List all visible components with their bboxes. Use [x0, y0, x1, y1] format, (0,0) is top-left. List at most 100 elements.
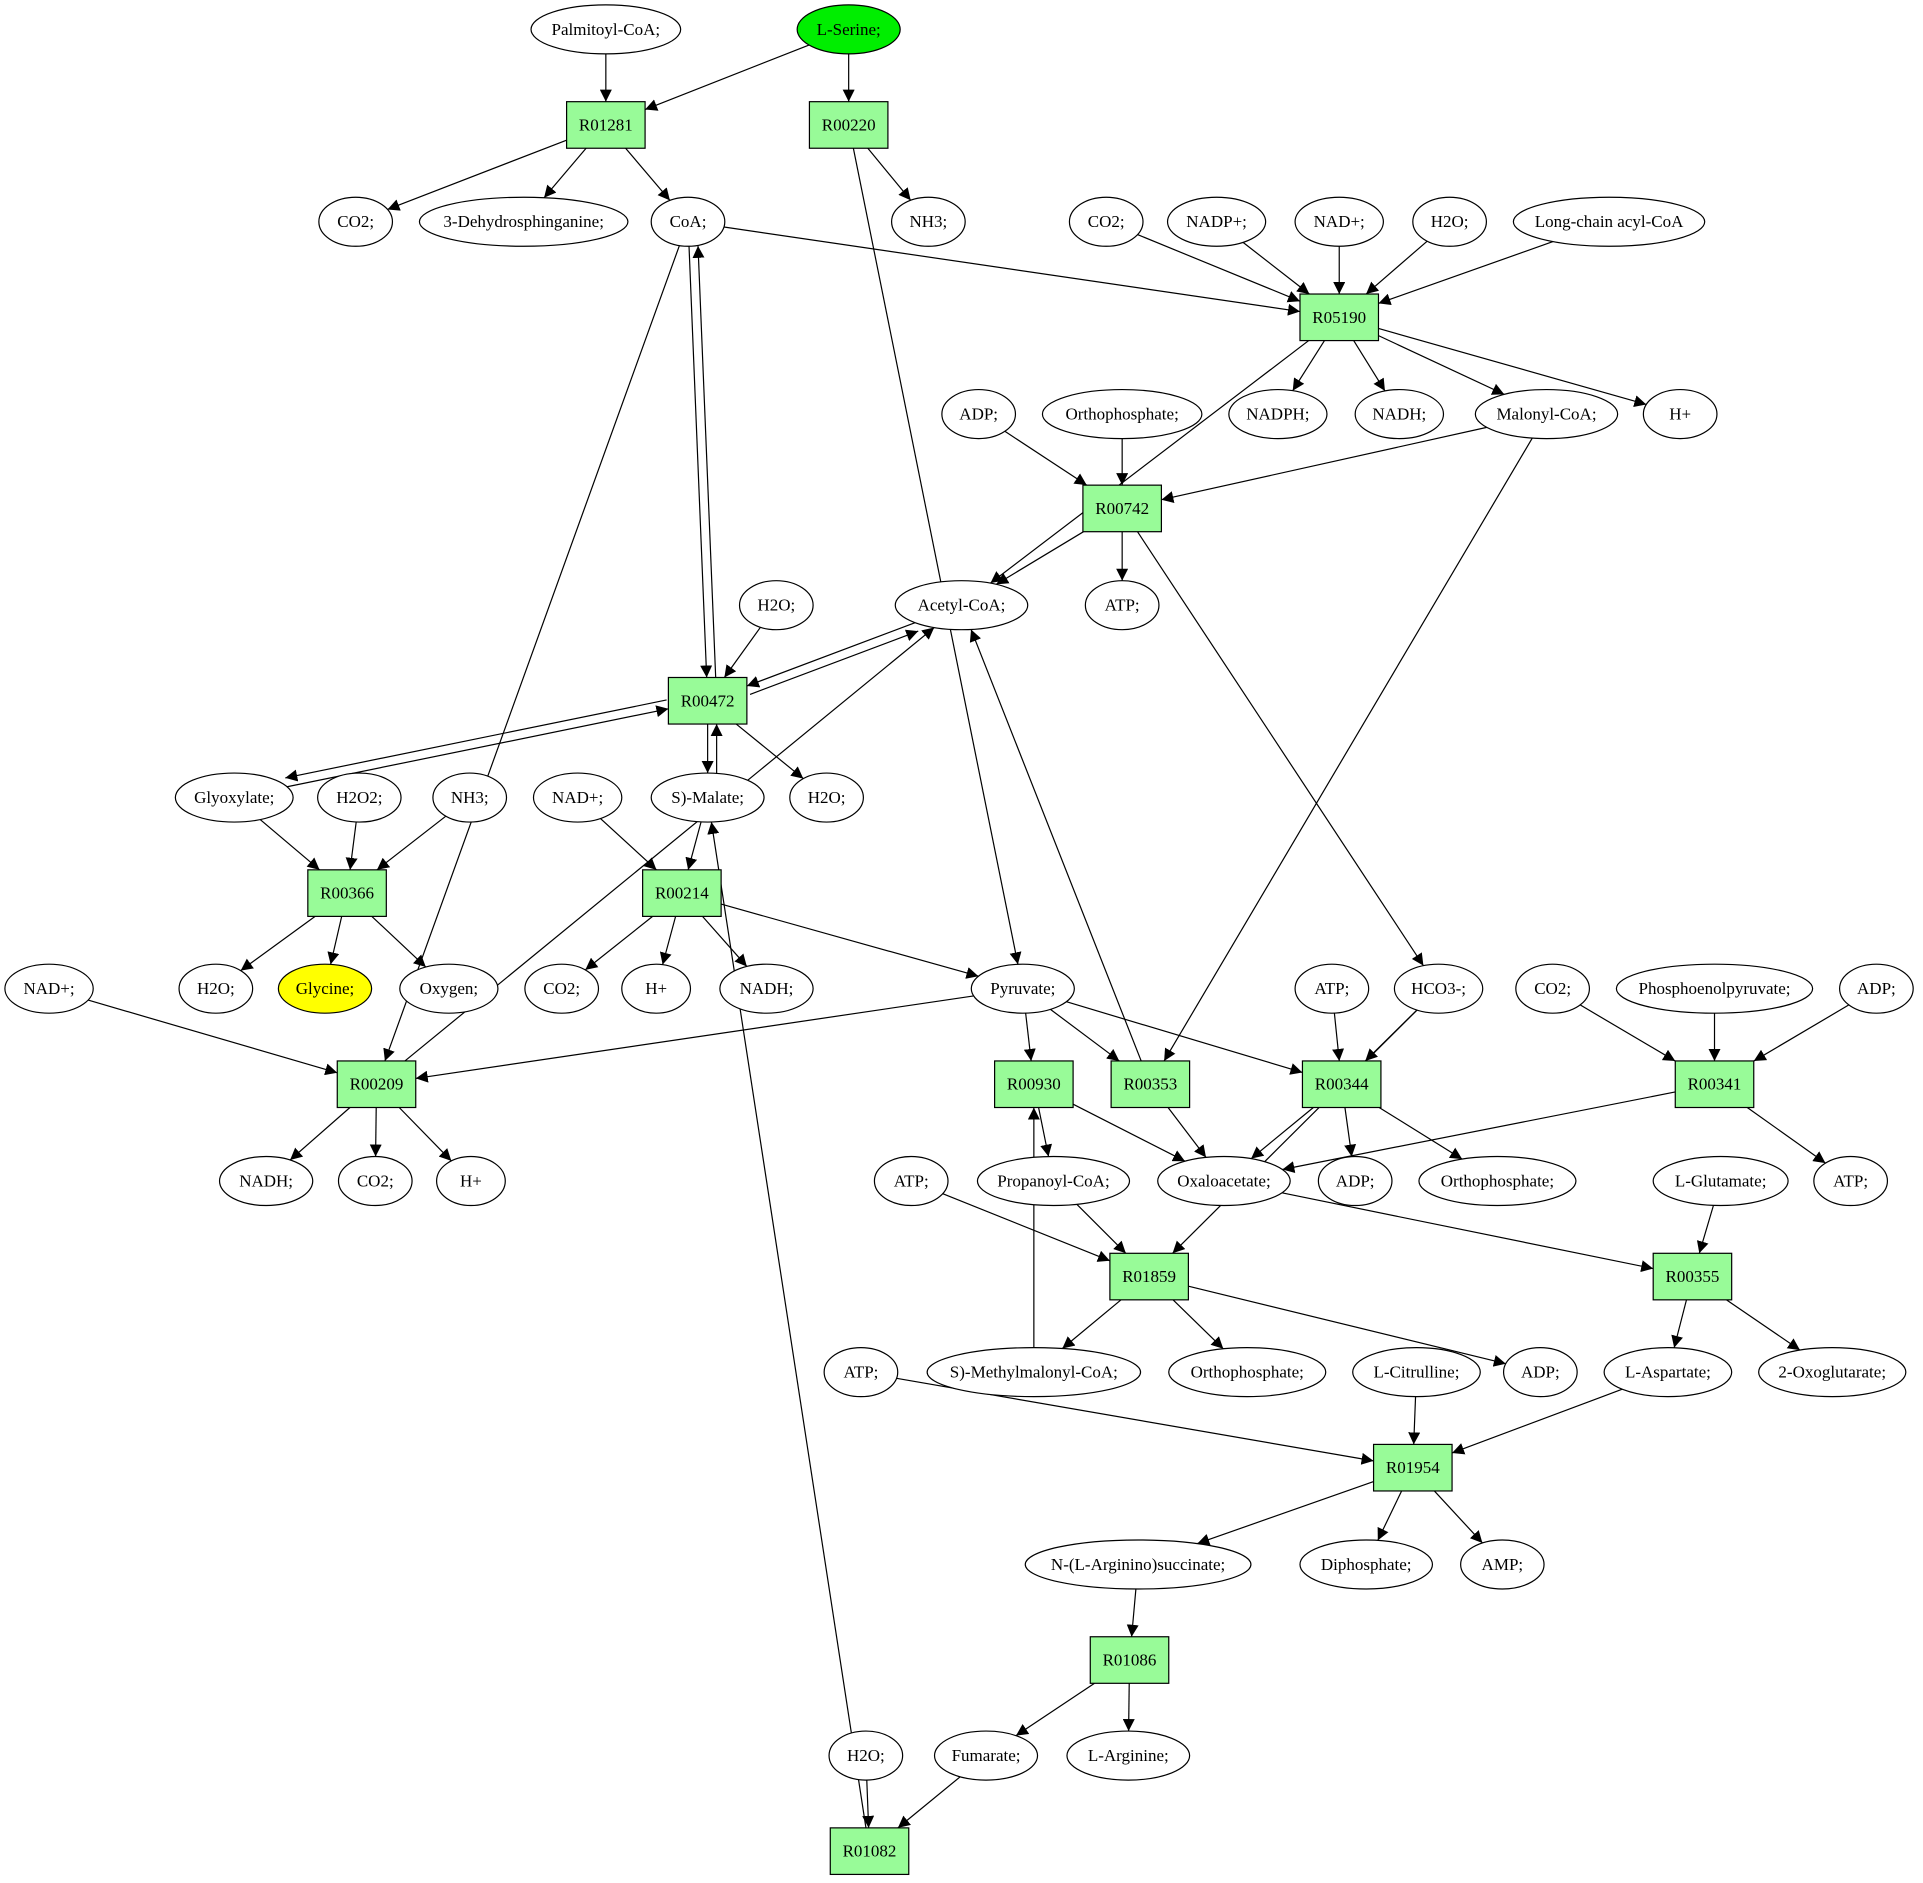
metabolite-ellipse — [789, 772, 864, 823]
metabolite-node: CO2; — [524, 963, 600, 1014]
edge-R00214-to-hplus_2 — [659, 916, 677, 965]
reaction-node: R00220 — [808, 101, 889, 149]
metabolite-ellipse — [1393, 963, 1484, 1014]
edge-R00742-to-hco3_1 — [1136, 531, 1424, 966]
metabolite-ellipse — [1460, 1539, 1545, 1590]
edge-R00742-to-acetylcoa_1 — [995, 531, 1084, 585]
reaction-label: R00472 — [681, 691, 735, 710]
edge-adp_1-to-R00742 — [1004, 430, 1088, 486]
edge-R00930-to-oaa_1 — [1072, 1103, 1186, 1162]
metabolite-node: NAD+; — [4, 963, 94, 1014]
metabolite-ellipse — [719, 963, 814, 1014]
reaction-label: R00353 — [1123, 1075, 1177, 1094]
reaction-node: R01086 — [1089, 1636, 1170, 1684]
edge-R00341-to-atp_4 — [1746, 1107, 1826, 1164]
edge-R05190-to-nadh_1 — [1353, 340, 1386, 392]
reaction-node: R00366 — [307, 869, 387, 917]
metabolite-node: CO2; — [1068, 196, 1144, 247]
metabolite-ellipse — [1084, 580, 1160, 631]
edge-co2_2-to-R05190 — [1137, 234, 1301, 303]
metabolite-label: ATP; — [843, 1363, 878, 1382]
metabolite-label: Palmitoyl-CoA; — [552, 20, 661, 39]
metabolite-ellipse — [1615, 963, 1814, 1014]
metabolite-ellipse — [432, 772, 508, 823]
metabolite-node: Propanoyl-CoA; — [976, 1155, 1131, 1207]
metabolite-node: H2O; — [828, 1730, 904, 1781]
edge-R01281-to-dehydrosph_1 — [543, 147, 587, 199]
edge-malonyl_1-to-R00742 — [1161, 426, 1487, 503]
metabolite-ellipse — [4, 963, 94, 1014]
edge-R00344-to-oaa_1 — [1250, 1107, 1314, 1160]
metabolite-ellipse — [530, 4, 682, 55]
edge-R00366-to-glycine_1 — [327, 916, 343, 965]
metabolite-node: CO2; — [1515, 963, 1591, 1014]
metabolite-label: H+ — [460, 1172, 482, 1191]
metabolite-node: ATP; — [1294, 963, 1370, 1014]
metabolite-label: NADH; — [239, 1172, 293, 1191]
metabolite-label: H2O; — [1431, 212, 1469, 231]
metabolite-ellipse — [174, 772, 294, 823]
edge-coa_1-to-R00472 — [688, 246, 713, 678]
reaction-box — [1372, 1443, 1453, 1492]
metabolite-label: ATP; — [894, 1172, 929, 1191]
metabolite-ellipse — [318, 196, 394, 247]
edge-R05190-to-hplus_1 — [1378, 327, 1647, 407]
metabolite-label: H2O; — [808, 788, 846, 807]
edge-R00355-to-oxoglut_1 — [1726, 1299, 1801, 1351]
metabolite-ellipse — [650, 772, 765, 823]
metabolite-node: AMP; — [1460, 1539, 1545, 1590]
metabolite-ellipse — [1066, 1730, 1191, 1781]
metabolite-node: Pyruvate; — [970, 963, 1075, 1014]
reaction-label: R05190 — [1312, 308, 1366, 327]
reaction-box — [667, 676, 748, 725]
metabolite-node: Diphosphate; — [1299, 1539, 1434, 1590]
metabolite-ellipse — [1299, 1539, 1434, 1590]
edge-h2o_5-to-R01082 — [862, 1780, 875, 1828]
metabolite-label: Glyoxylate; — [194, 788, 274, 807]
metabolite-node: NADP+; — [1166, 196, 1267, 247]
metabolite-node: Oxaloacetate; — [1157, 1155, 1291, 1207]
metabolite-node: H2O; — [789, 772, 864, 823]
metabolite-label: Diphosphate; — [1321, 1555, 1412, 1574]
reaction-box — [1109, 1252, 1189, 1301]
metabolite-label: Acetyl-CoA; — [918, 596, 1006, 615]
reaction-label: R00930 — [1007, 1075, 1061, 1094]
metabolite-label: H+ — [645, 979, 667, 998]
metabolite-ellipse — [1352, 1347, 1481, 1398]
metabolite-node: CO2; — [318, 196, 394, 247]
metabolite-label: Long-chain acyl-CoA — [1535, 212, 1684, 231]
edge-coa_1-to-R05190 — [723, 226, 1301, 316]
edge-R00472-to-h2o_3 — [735, 723, 804, 780]
metabolite-label: CO2; — [543, 979, 580, 998]
metabolite-ellipse — [1354, 388, 1445, 440]
edge-smalate_1-to-R00214 — [685, 821, 702, 870]
metabolite-node: Fumarate; — [933, 1730, 1039, 1781]
metabolite-node: NADH; — [1354, 388, 1445, 440]
edge-R01086-to-arginine_1 — [1122, 1683, 1135, 1732]
edge-layer — [87, 44, 1850, 1829]
metabolite-ellipse — [1839, 963, 1914, 1014]
metabolite-ellipse — [435, 1155, 506, 1207]
metabolite-ellipse — [1168, 1347, 1327, 1398]
reaction-label: R00209 — [350, 1075, 404, 1094]
metabolite-label: CoA; — [670, 212, 707, 231]
edge-malonyl_1-to-R00353 — [1163, 437, 1533, 1062]
metabolite-ellipse — [933, 1730, 1039, 1781]
metabolite-ellipse — [1412, 196, 1488, 247]
metabolite-label: NAD+; — [23, 979, 74, 998]
metabolite-node: NADH; — [719, 963, 814, 1014]
metabolite-label: NH3; — [451, 788, 489, 807]
edge-R00209-to-hplus_3 — [398, 1107, 452, 1162]
metabolite-label: Malonyl-CoA; — [1496, 405, 1596, 424]
metabolite-label: Phosphoenolpyruvate; — [1638, 979, 1790, 998]
metabolite-ellipse — [828, 1730, 904, 1781]
metabolite-ellipse — [1068, 196, 1144, 247]
reaction-box — [808, 101, 889, 149]
reaction-box — [1089, 1636, 1170, 1684]
reaction-node: R01281 — [565, 101, 646, 149]
edge-R00472-to-acetylcoa_1 — [749, 629, 919, 695]
metabolite-node: H+ — [435, 1155, 506, 1207]
reaction-label: R00344 — [1315, 1075, 1369, 1094]
reaction-node: R00341 — [1674, 1060, 1755, 1109]
